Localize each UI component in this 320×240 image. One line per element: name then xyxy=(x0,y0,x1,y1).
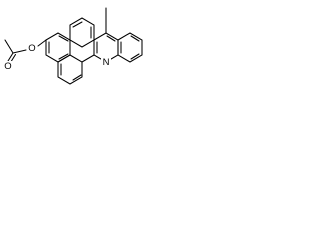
bond-carbonyl-c-o-double-1 xyxy=(7,52,14,62)
atom-oxygen-carbonyl: O xyxy=(4,61,11,72)
ring-d-double-2 xyxy=(130,35,140,42)
label-bg-n xyxy=(101,57,111,68)
ring-e xyxy=(57,54,83,85)
ring-d-double-3 xyxy=(130,53,140,60)
label-bg-o-ester xyxy=(27,43,37,54)
ring-d xyxy=(117,32,143,63)
ring-c-double-2 xyxy=(106,35,116,42)
molecule-structure-diagram: O O N xyxy=(0,0,172,93)
bond-ester-o-to-ring xyxy=(37,39,47,47)
ring-a-double-3 xyxy=(58,53,69,60)
ring-b xyxy=(69,17,95,48)
ring-e-double-1 xyxy=(72,74,82,81)
atom-nitrogen: N xyxy=(103,57,110,68)
ring-b-double-1 xyxy=(72,21,83,28)
bond-ring-e-to-n xyxy=(81,54,95,63)
chemical-structure-svg: O O N xyxy=(3,7,143,85)
bond-methyl-carbonyl xyxy=(4,39,14,54)
label-bg-o-carbonyl xyxy=(3,61,13,72)
atom-oxygen-ester: O xyxy=(28,43,35,54)
bond-carbonyl-to-ester-o xyxy=(12,49,27,54)
ring-a-double-2 xyxy=(58,35,69,42)
